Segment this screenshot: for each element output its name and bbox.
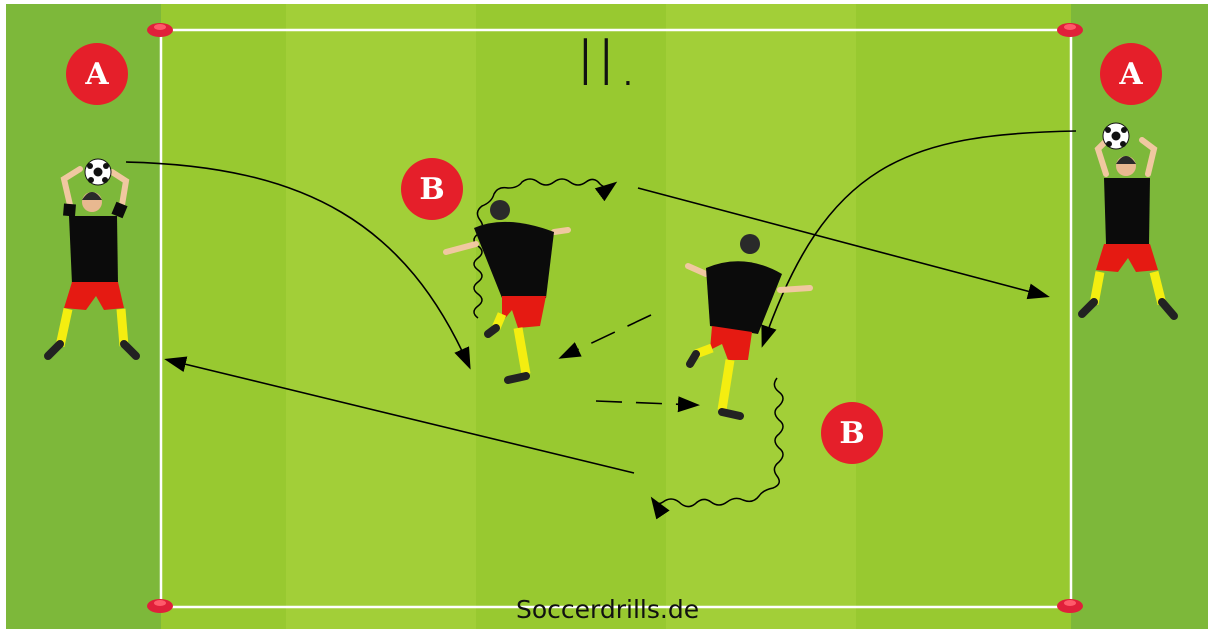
pass-arrow (125, 161, 471, 370)
dribble-path (650, 377, 784, 520)
cone-icon (147, 599, 173, 613)
soccer-ball-icon (84, 158, 112, 186)
player-badge-a-right: A (1100, 43, 1162, 105)
player-figure-icon (443, 200, 571, 384)
player-badge-b-upper: B (401, 158, 463, 220)
cone-icon (1057, 23, 1083, 37)
grass-stripe (286, 4, 476, 629)
field-boundary (159, 28, 1073, 609)
run-arrow-dashed (558, 314, 652, 359)
pass-arrow (637, 187, 1050, 300)
grass-stripe (161, 4, 286, 629)
player-figure-icon (1078, 136, 1178, 320)
player-badge-a-left: A (66, 43, 128, 105)
cone-icon (1057, 599, 1083, 613)
cone-icon (147, 23, 173, 37)
soccer-ball-icon (1102, 122, 1130, 150)
grass-stripe (856, 4, 1071, 629)
player-figure-icon (44, 166, 140, 360)
player-figure-icon (685, 234, 813, 420)
watermark-text: Soccerdrills.de (516, 595, 700, 624)
pitch-canvas (6, 4, 1208, 629)
player-badge-b-lower: B (821, 402, 883, 464)
drill-diagram: II. Soccerdrills.de A A B B (6, 4, 1208, 629)
grass-stripe (476, 4, 666, 629)
pass-arrow (164, 356, 635, 474)
run-arrow-dashed (595, 396, 700, 413)
pass-arrow (761, 130, 1077, 348)
dribble-path (473, 178, 618, 319)
drill-title: II. (576, 27, 641, 101)
